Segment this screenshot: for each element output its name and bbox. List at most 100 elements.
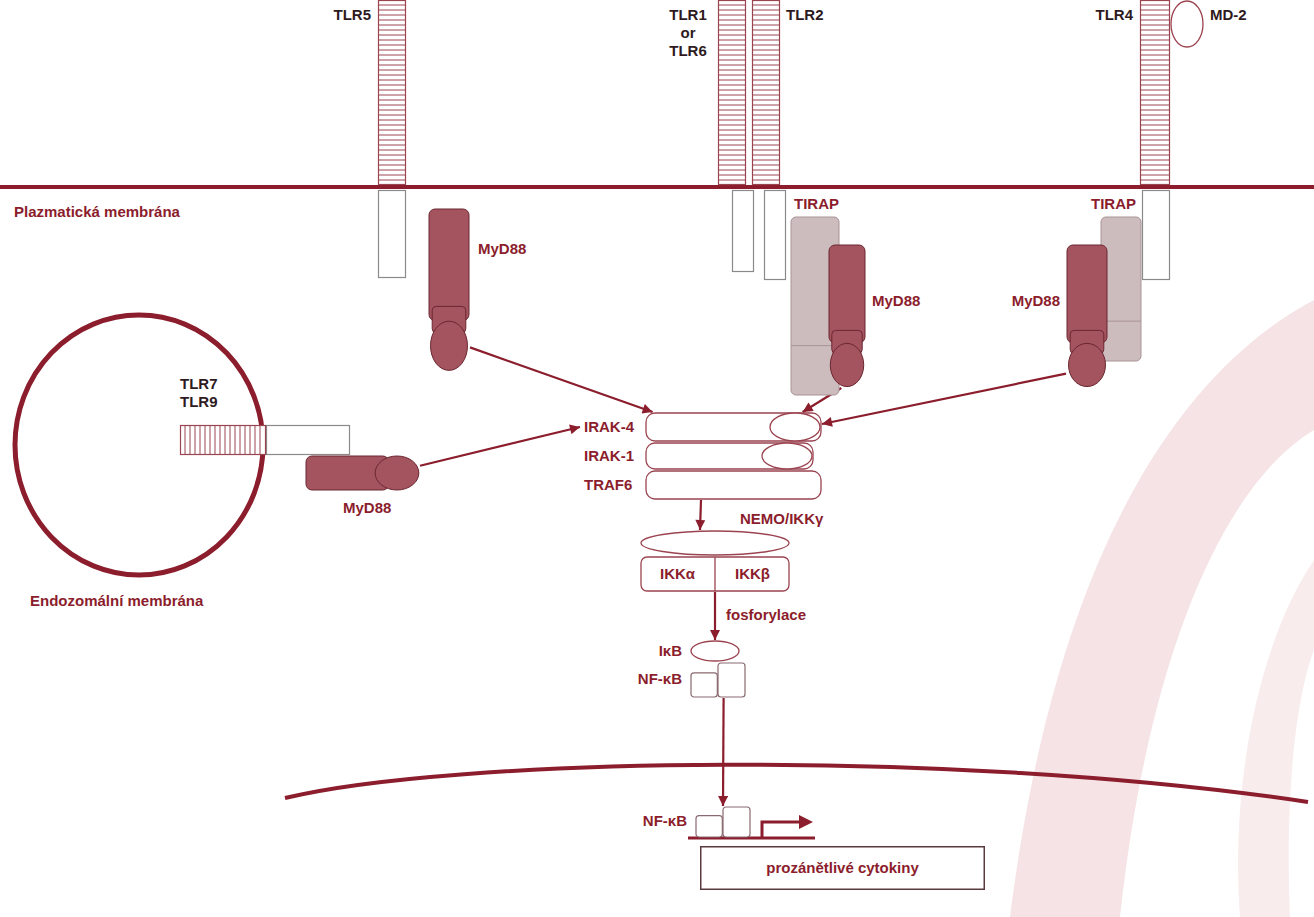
receptor-stripe — [752, 170, 780, 171]
receptor-stripe — [752, 60, 780, 61]
receptor-stripe — [1140, 165, 1170, 166]
adaptor-protein: MyD88 — [1066, 244, 1108, 388]
transcription-factor: NF-κB — [695, 806, 751, 838]
node-label: MD-2 — [1210, 6, 1247, 24]
receptor-stripe — [752, 145, 780, 146]
transcription-arrow — [762, 822, 800, 838]
plasma-membrane — [0, 185, 1314, 189]
receptor-stripe — [378, 180, 406, 181]
gene-product-box: prozánětlivé cytokiny — [700, 846, 985, 890]
receptor-stripe — [752, 80, 780, 81]
receptor-stripe — [718, 5, 746, 6]
receptor-stripe — [752, 55, 780, 56]
node-label: TLR7 TLR9 — [180, 375, 226, 411]
node-label: MyD88 — [872, 292, 920, 310]
receptor-stripe — [752, 70, 780, 71]
receptor-stripe — [718, 35, 746, 36]
death-domain — [375, 456, 419, 490]
subunit-square — [691, 673, 717, 697]
node-label: Endozomální membrána — [30, 592, 203, 610]
receptor-stripe — [1140, 50, 1170, 51]
receptor-stripe — [718, 145, 746, 146]
receptor-stripe — [1140, 35, 1170, 36]
kinase-domain — [770, 413, 820, 441]
receptor-stripe — [190, 425, 191, 455]
receptor-stripe — [1140, 40, 1170, 41]
node-label: TLR1 or TLR6 — [665, 6, 711, 60]
receptor-stripe — [1140, 145, 1170, 146]
receptor-stripe — [1140, 20, 1170, 21]
complex-divider — [714, 557, 715, 591]
receptor-stripe — [1140, 45, 1170, 46]
receptor-stripe — [220, 425, 221, 455]
receptor-stripe — [378, 90, 406, 91]
receptor-stripe — [378, 5, 406, 6]
receptor-body — [719, 1, 746, 185]
receptor-stripe — [378, 75, 406, 76]
receptor-stripe — [1140, 85, 1170, 86]
receptor-stripe — [378, 130, 406, 131]
oval-outline — [1171, 1, 1203, 47]
receptor-stripe — [718, 95, 746, 96]
receptor-stripe — [752, 35, 780, 36]
adaptor-body — [429, 209, 469, 321]
receptor-stripe — [1140, 25, 1170, 26]
receptor-stripe — [752, 50, 780, 51]
node-label: IκB — [659, 642, 682, 660]
watermark-swoosh — [1238, 560, 1314, 917]
receptor-stripe — [718, 130, 746, 131]
signal-arrow — [470, 347, 653, 412]
node-label: TLR2 — [786, 6, 824, 24]
receptor-stripe — [718, 10, 746, 11]
edge-label: fosforylace — [724, 606, 808, 624]
receptor-stripe — [378, 30, 406, 31]
node-label: TIRAP — [794, 195, 839, 213]
kinase-outline — [646, 443, 813, 469]
receptor-stripe — [752, 140, 780, 141]
receptor-stripe — [215, 425, 216, 455]
kinase-outline — [646, 413, 821, 441]
receptor-body — [753, 1, 780, 185]
receptor-stripe — [250, 425, 251, 455]
receptor-stripe — [378, 45, 406, 46]
receptor-stripe — [1140, 80, 1170, 81]
receptor-stripe — [718, 75, 746, 76]
transcription-factor: NF-κB — [690, 662, 746, 698]
receptor-stripe — [1140, 130, 1170, 131]
receptor-stripe — [240, 425, 241, 455]
receptor-stripe — [1140, 10, 1170, 11]
receptor-stripe — [378, 40, 406, 41]
receptor-stripe — [1140, 70, 1170, 71]
receptor-stripe — [718, 70, 746, 71]
node-label: NEMO/IKKγ — [740, 510, 823, 528]
receptor-symbol-shape — [1140, 0, 1170, 185]
node-label: IRAK-4 — [584, 418, 634, 436]
receptor-stripe — [752, 90, 780, 91]
receptor-stripe — [1140, 55, 1170, 56]
receptor-stripe — [378, 135, 406, 136]
kinase-complex: IKKαIKKβ — [640, 556, 790, 592]
receptor-stripe — [752, 30, 780, 31]
coreceptor-oval: MD-2 — [1170, 0, 1204, 48]
regulatory-oval: NEMO/IKKγ — [640, 530, 790, 556]
receptor-stripe — [378, 160, 406, 161]
receptor-stripe — [718, 140, 746, 141]
receptor-stripe — [718, 110, 746, 111]
receptor-stripe — [378, 140, 406, 141]
receptor-stripe — [752, 115, 780, 116]
adaptor-box: TRAF6 — [580, 470, 822, 500]
nuclear-membrane — [285, 765, 1308, 802]
receptor-stripe — [1140, 60, 1170, 61]
transcription-factor-shape — [690, 662, 746, 698]
receptor-stripe — [752, 85, 780, 86]
receptor-stripe — [378, 175, 406, 176]
receptor-stripe — [752, 110, 780, 111]
receptor-stripe — [378, 80, 406, 81]
receptor-stripe — [752, 95, 780, 96]
receptor-stripe — [1140, 115, 1170, 116]
membrane-label: Plazmatická membrána — [12, 203, 182, 221]
tir-domain — [379, 191, 406, 278]
receptor-stripe — [752, 45, 780, 46]
receptor-stripe — [1140, 90, 1170, 91]
